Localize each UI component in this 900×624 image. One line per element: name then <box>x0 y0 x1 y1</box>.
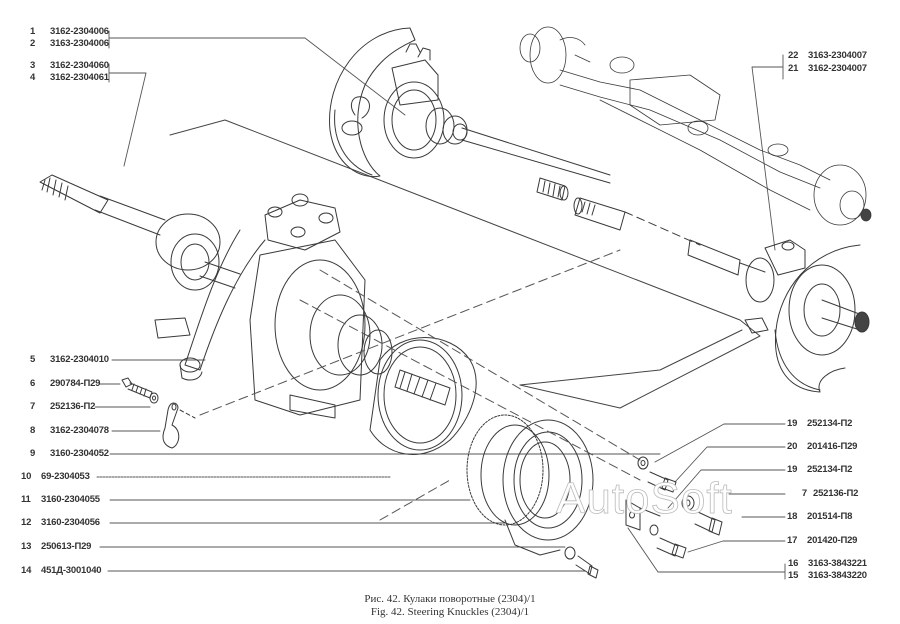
part-code: 3163-2304006 <box>50 38 109 49</box>
part-label: 15 3163-3843220 <box>788 570 867 581</box>
watermark: AutoSoft <box>556 474 733 524</box>
part-code: 3163-3843221 <box>808 558 867 569</box>
part-number: 21 <box>788 63 799 74</box>
part-number: 22 <box>788 50 799 61</box>
part-code: 252134-П2 <box>807 464 853 475</box>
part-number: 18 <box>787 511 798 522</box>
part-number: 13 <box>21 541 32 552</box>
part-number: 4 <box>30 72 36 83</box>
hub-flange <box>369 337 477 455</box>
part-label: 11 3160-2304055 <box>21 494 100 505</box>
part-label: 18 201514-П8 <box>787 511 852 522</box>
part-code: 3163-2304007 <box>808 50 867 61</box>
drive-shaft <box>39 174 241 291</box>
part-label: 20 201416-П29 <box>787 441 857 452</box>
part-code: 69-2304053 <box>41 471 90 482</box>
part-code: 3160-2304055 <box>41 494 100 505</box>
part-label: 16 3163-3843221 <box>788 558 867 569</box>
part-label: 22 3163-2304007 <box>788 50 867 61</box>
part-label: 21 3162-2304007 <box>788 63 867 74</box>
part-code: 252136-П2 <box>50 401 96 412</box>
callout-frame <box>169 119 761 409</box>
part-number: 3 <box>30 60 36 71</box>
part-code: 451Д-3001040 <box>41 565 102 576</box>
assembly-axis-lines <box>199 249 641 521</box>
part-label: 6 290784-П29 <box>30 378 100 389</box>
part-label: 8 3162-2304078 <box>30 425 109 436</box>
part-code: 3160-2304056 <box>41 517 100 528</box>
part-code: 290784-П29 <box>50 378 101 389</box>
part-number: 14 <box>21 565 32 576</box>
part-label: 5 3162-2304010 <box>30 354 109 365</box>
part-label: 7 252136-П2 <box>787 488 858 499</box>
part-number: 10 <box>21 471 32 482</box>
leader-lines-left <box>94 30 661 572</box>
part-number: 15 <box>788 570 799 581</box>
part-number: 1 <box>30 26 36 37</box>
part-code: 3162-2304010 <box>50 354 109 365</box>
figure-caption-en: Fig. 42. Steering Knuckles (2304)/1 <box>370 606 530 618</box>
part-code: 3163-3843220 <box>808 570 867 581</box>
part-number: 12 <box>21 517 32 528</box>
figure-caption-ru: Рис. 42. Кулаки поворотные (2304)/1 <box>364 593 536 605</box>
part-number: 20 <box>787 441 798 452</box>
part-code: 201514-П8 <box>807 511 853 522</box>
right-knuckle-assembly <box>744 239 870 393</box>
part-number: 8 <box>30 425 36 436</box>
part-number: 19 <box>787 418 798 429</box>
part-label: 14 451Д-3001040 <box>21 565 102 576</box>
part-number: 17 <box>787 535 798 546</box>
leader-lines-right <box>627 54 786 580</box>
part-label: 10 69-2304053 <box>21 471 90 482</box>
part-number: 5 <box>30 354 36 365</box>
fastener-hardware <box>121 377 723 579</box>
upper-knuckle-assembly <box>329 27 611 184</box>
part-label: 13 250613-П29 <box>21 541 91 552</box>
part-code: 252134-П2 <box>807 418 853 429</box>
steering-knuckle-housing <box>154 193 393 419</box>
part-label: 2 3163-2304006 <box>30 38 109 49</box>
part-code: 201416-П29 <box>807 441 858 452</box>
front-axle-overview <box>519 26 872 226</box>
part-code: 3160-2304052 <box>50 448 109 459</box>
part-code: 3162-2304060 <box>50 60 109 71</box>
part-code: 252136-П2 <box>813 488 859 499</box>
part-label: 7 252136-П2 <box>30 401 95 412</box>
part-number: 16 <box>788 558 799 569</box>
part-number: 7 <box>30 401 36 412</box>
part-number: 6 <box>30 378 36 389</box>
bearing-rings <box>466 414 594 556</box>
shaft-splines <box>536 177 766 276</box>
part-code: 3162-2304006 <box>50 26 109 37</box>
part-number: 2 <box>30 38 36 49</box>
part-label: 19 252134-П2 <box>787 464 852 475</box>
part-code: 201420-П29 <box>807 535 858 546</box>
part-code: 3162-2304078 <box>50 425 109 436</box>
part-number: 9 <box>30 448 36 459</box>
part-number: 11 <box>21 494 31 505</box>
part-label: 9 3160-2304052 <box>30 448 109 459</box>
part-label: 1 3162-2304006 <box>30 26 109 37</box>
part-label: 19 252134-П2 <box>787 418 852 429</box>
part-number: 19 <box>787 464 798 475</box>
part-label: 12 3160-2304056 <box>21 517 100 528</box>
part-number: 7 <box>801 488 807 499</box>
part-code: 3162-2304061 <box>50 72 109 83</box>
part-code: 3162-2304007 <box>808 63 867 74</box>
part-label: 17 201420-П29 <box>787 535 857 546</box>
part-label: 3 3162-2304060 <box>30 60 109 71</box>
part-label: 4 3162-2304061 <box>30 72 109 83</box>
part-code: 250613-П29 <box>41 541 92 552</box>
